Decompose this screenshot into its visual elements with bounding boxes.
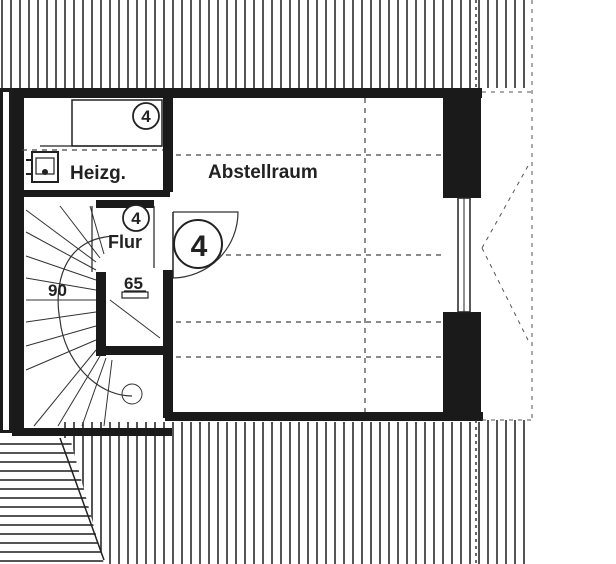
staircase [25, 205, 143, 427]
floor-number-marker: 4 [173, 219, 223, 269]
partition-wall [163, 92, 173, 192]
room-label-flur: Flur [108, 232, 142, 252]
room-label-heizung: Heizg. [70, 163, 126, 184]
boiler-icon [26, 151, 59, 183]
roof-hatching-bottom [58, 420, 532, 564]
stair-wall [96, 272, 106, 356]
right-wall [443, 92, 481, 198]
heizung-number-marker: 4 [132, 102, 160, 130]
heizung-number: 4 [141, 107, 151, 126]
dimension-passage-width: 65 [124, 274, 143, 293]
flur-number: 4 [131, 209, 141, 228]
room-label-abstellraum: Abstellraum [208, 162, 318, 183]
dormer-outline [481, 0, 533, 421]
dashed-roof-lines [22, 98, 443, 412]
floor-number: 4 [191, 230, 208, 263]
hatching-bottom-left [0, 438, 62, 564]
roof-hatching-top [0, 0, 532, 88]
flur-number-marker: 4 [122, 204, 150, 232]
dimension-stair-width: 90 [48, 281, 67, 300]
door-swing [172, 211, 239, 279]
